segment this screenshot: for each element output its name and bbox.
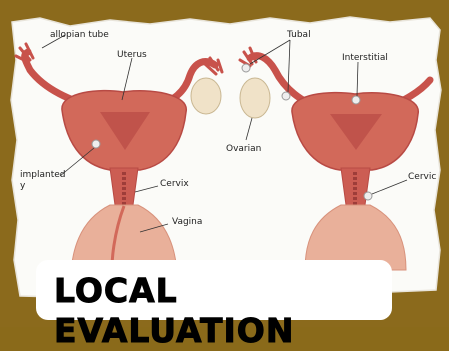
banner-title: LOCAL EVALUATION xyxy=(54,271,394,351)
left-ovary xyxy=(191,78,221,114)
left-implant-marker xyxy=(92,140,100,148)
label-interstitial: Interstitial xyxy=(342,53,388,63)
label-y-fragment: y xyxy=(20,181,25,191)
label-cervix-left: Cervix xyxy=(160,179,189,189)
label-fallopian-tube: allopian tube xyxy=(50,30,109,40)
interstitial-marker xyxy=(352,96,360,104)
tubal-marker-1 xyxy=(242,64,250,72)
label-uterus: Uterus xyxy=(117,50,147,60)
tubal-marker-2 xyxy=(282,92,290,100)
poster-frame: allopian tube Uterus implanted y Cervix … xyxy=(0,0,449,327)
label-ovarian: Ovarian xyxy=(226,144,261,154)
right-ovary xyxy=(240,78,270,118)
label-cervix-right: Cervic xyxy=(408,172,436,182)
cervical-marker xyxy=(364,192,372,200)
label-tubal: Tubal xyxy=(287,30,311,40)
label-implanted: implanted xyxy=(20,170,65,180)
label-vagina: Vagina xyxy=(172,217,202,227)
